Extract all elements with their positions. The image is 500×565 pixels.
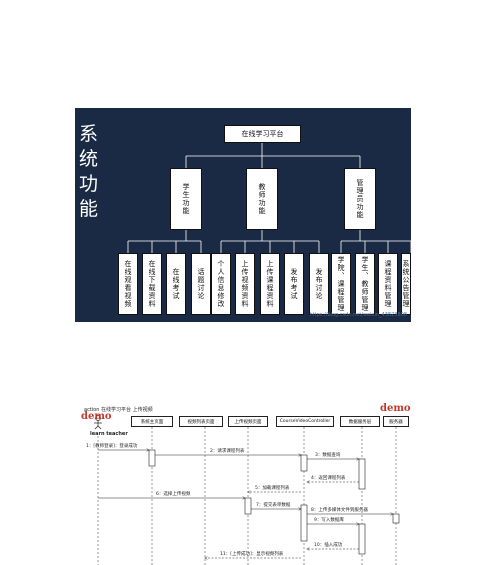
leaf-node: 上传视频资料 xyxy=(235,253,255,315)
message-label: 1：[教师登录]：登录成功 xyxy=(86,444,138,449)
actor-icon xyxy=(94,415,102,430)
root-node: 在线学习平台 xyxy=(224,125,301,143)
leaf-node: 上传课程资料 xyxy=(260,253,280,315)
tree-connectors xyxy=(127,143,411,253)
leaf-node: 在线下载资料 xyxy=(142,253,162,315)
leaf-node: 个人信息修改 xyxy=(211,253,231,315)
leaf-node: 系统公告管理 xyxy=(401,253,411,315)
side-title: 系统功能 xyxy=(79,123,99,220)
group-node-admin: 管理员功能 xyxy=(344,168,376,230)
leaf-node: 话题讨论 xyxy=(191,253,211,315)
message-label: 5：加载课程列表 xyxy=(255,486,290,491)
watermark: https://blog.csdn.net/weixin_43823808 xyxy=(309,312,407,318)
message-label: 8：上传多媒体文件到服务器 xyxy=(311,508,368,513)
message-label: 4：返回课程列表 xyxy=(311,476,346,481)
leaf-node: 在线观看视频 xyxy=(118,253,138,315)
actor-label: learn teacher xyxy=(90,431,128,437)
leaf-node: 课程资料管理 xyxy=(378,253,398,315)
participant-box: 上传视频页面 xyxy=(228,416,268,427)
message-label: 6：选择上传视频 xyxy=(156,492,191,497)
message-label: 11：[上传成功]：显示视频列表 xyxy=(220,552,284,557)
leaf-node: 发布考试 xyxy=(284,253,304,315)
participant-box: CourseVideoController xyxy=(276,416,334,427)
demo-label-right: demo xyxy=(380,403,411,414)
sequence-lines xyxy=(94,415,400,565)
group-node-student: 学生功能 xyxy=(170,168,202,230)
participant-box: 视频列表页面 xyxy=(179,416,223,427)
participant-box: 数据服务层 xyxy=(340,416,380,427)
function-structure-diagram: 系统功能 在线学习平台 学生功能 教师功能 管理员功能 在线观看视频 在线下载资… xyxy=(75,108,411,322)
sequence-title: action 在线学习平台 上传视频 xyxy=(84,407,153,413)
leaf-node: 发布讨论 xyxy=(309,253,329,315)
leaf-node: 在线考试 xyxy=(166,253,186,315)
message-label: 3：数据查询 xyxy=(315,453,341,458)
participant-box: 系统主页面 xyxy=(131,416,173,427)
message-label: 7：提交表单数据 xyxy=(256,503,291,508)
message-label: 9：写入数据库 xyxy=(314,518,344,523)
message-label: 2：请求课程列表 xyxy=(210,449,245,454)
group-node-teacher: 教师功能 xyxy=(246,168,278,230)
demo-label-left: demo xyxy=(81,411,112,422)
message-label: 10：插入成功 xyxy=(314,543,343,548)
leaf-node: 学院、课程管理 xyxy=(331,253,351,315)
participant-box: 服务器 xyxy=(383,416,409,427)
sequence-diagram: action 在线学习平台 上传视频 demo demo learn teach… xyxy=(78,398,422,565)
leaf-node: 学生、教师管理 xyxy=(355,253,375,315)
